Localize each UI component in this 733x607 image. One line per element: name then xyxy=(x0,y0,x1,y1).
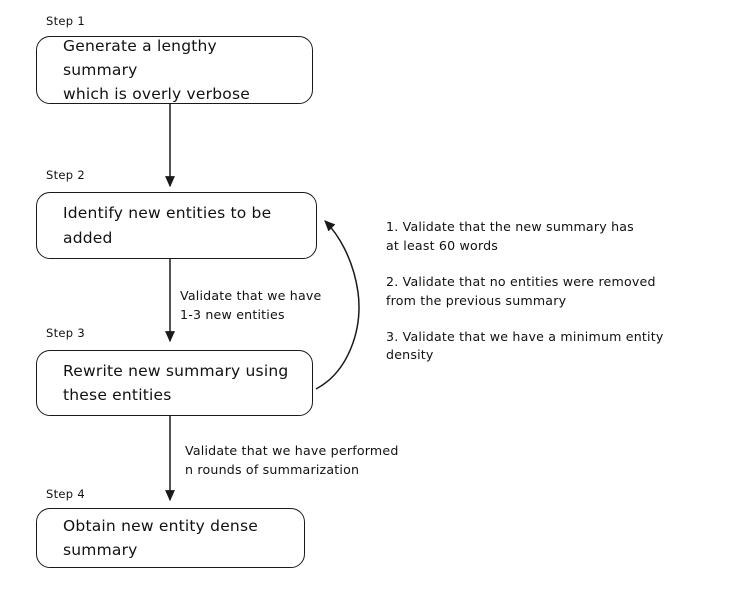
node-step4-text: Obtain new entity dense summary xyxy=(63,516,258,559)
step-label-2: Step 2 xyxy=(46,168,85,182)
node-step2[interactable]: Identify new entities to be added xyxy=(36,192,317,259)
node-step1-text: Generate a lengthy summary which is over… xyxy=(63,36,250,104)
step-label-1: Step 1 xyxy=(46,14,85,28)
node-step3[interactable]: Rewrite new summary using these entities xyxy=(36,350,313,416)
step-label-4: Step 4 xyxy=(46,487,85,501)
node-step2-text: Identify new entities to be added xyxy=(63,204,272,247)
step-label-3: Step 3 xyxy=(46,326,85,340)
node-step3-text: Rewrite new summary using these entities xyxy=(63,361,289,404)
node-step1[interactable]: Generate a lengthy summary which is over… xyxy=(36,36,313,104)
validation-item-3: 3. Validate that we have a minimum entit… xyxy=(386,328,664,363)
edge-label-step3-to-step4: Validate that we have performed n rounds… xyxy=(185,443,399,477)
validation-item-2: 2. Validate that no entities were remove… xyxy=(386,273,656,308)
edge-label-step2-to-step3: Validate that we have 1-3 new entities xyxy=(180,288,322,322)
validation-list: 1. Validate that the new summary has at … xyxy=(386,218,704,382)
node-step4[interactable]: Obtain new entity dense summary xyxy=(36,508,305,568)
validation-item-1: 1. Validate that the new summary has at … xyxy=(386,219,634,253)
arrow-feedback-step3-to-step2 xyxy=(315,220,360,390)
